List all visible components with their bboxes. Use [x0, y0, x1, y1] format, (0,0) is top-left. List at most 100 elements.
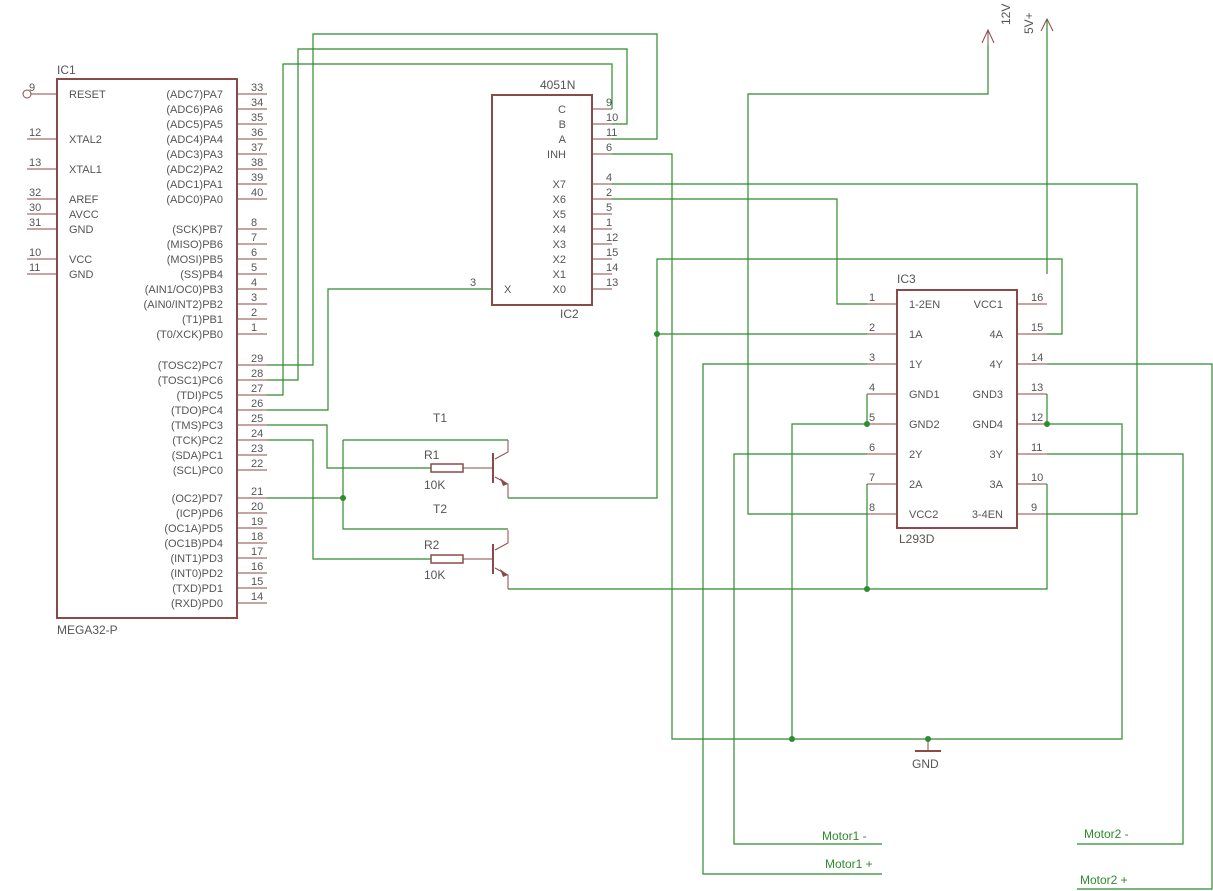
supply-5v-arrow: [1040, 17, 1054, 32]
supply-12v-arrow: [981, 28, 995, 44]
motor1-minus-label: Motor1 -: [822, 829, 867, 843]
wire-t2-emitter: [508, 484, 1048, 590]
ic1-right-pins: 33(ADC7)PA734(ADC6)PA635(ADC5)PA536(ADC4…: [144, 82, 267, 610]
ic1-pin-number: 20: [251, 501, 263, 513]
ic1-pin-number: 35: [251, 112, 263, 124]
reset-bubble: [22, 89, 32, 99]
ic1-pin-label: (AIN0/INT2)PB2: [144, 299, 223, 311]
wire-pc4-x: [267, 288, 492, 411]
ic3-pin-number: 8: [869, 502, 875, 514]
ic1-pin-label: (SCK)PB7: [172, 224, 223, 236]
ic3-pin-label: GND3: [972, 389, 1003, 401]
ic1-pin-label: (RXD)PD0: [171, 598, 223, 610]
ic2-pin-number: 12: [606, 232, 618, 244]
ic2-pin-label: B: [559, 119, 566, 131]
r1-value: 10K: [424, 478, 445, 492]
ic3-pin-label: GND4: [972, 419, 1003, 431]
wire-t1-emitter: [508, 258, 1063, 499]
ic1-pin-label: (TOSC1)PC6: [158, 375, 223, 387]
ic2-body: [491, 94, 593, 306]
ic1-pin-number: 39: [251, 172, 263, 184]
junction-2a: [864, 586, 870, 592]
ic1-pin-label: GND: [69, 269, 94, 281]
ic2-pin-number: 15: [606, 247, 618, 259]
ic1-pin-number: 6: [251, 247, 257, 259]
ic1-pin-label: (ADC5)PA5: [166, 119, 223, 131]
ic1-pin-number: 27: [251, 383, 263, 395]
ic1-pin-number: 3: [251, 292, 257, 304]
ic1-pin-label: AREF: [69, 194, 99, 206]
ic2-pin-label: X2: [553, 254, 566, 266]
ic3-pin-label: 3Y: [990, 449, 1004, 461]
ic2-pin-number: 1: [606, 217, 612, 229]
ic2-pin-number: 4: [606, 172, 612, 184]
wire-t2-collector: [342, 440, 508, 530]
ic3-pin-label: GND2: [909, 419, 940, 431]
ic1-pin-number: 37: [251, 142, 263, 154]
wire-motor2-plus: [1047, 363, 1213, 890]
wires: [267, 20, 1213, 890]
ic1-pin-label: (OC2)PD7: [172, 493, 223, 505]
ic2-pin-label: X4: [553, 224, 566, 236]
ic1-pin-number: 36: [251, 127, 263, 139]
ic1-pin-label: (ICP)PD6: [176, 508, 223, 520]
ic1-name: IC1: [57, 63, 76, 77]
ic1-pin-label: (INT1)PD3: [170, 553, 223, 565]
ic3-pin-number: 7: [869, 472, 875, 484]
ic3-pin-label: VCC1: [974, 299, 1003, 311]
ic1-pin-number: 31: [29, 217, 41, 229]
ic1-pin-label: (OC1A)PD5: [164, 523, 223, 535]
motor2-plus-label: Motor2 +: [1080, 873, 1128, 887]
ic1-pin-label: (INT0)PD2: [170, 568, 223, 580]
r1-name: R1: [424, 448, 440, 462]
ic3-pin-label: 2A: [909, 479, 923, 491]
ic2-pin-label: X6: [553, 194, 566, 206]
r1-body: [430, 463, 464, 473]
ic1-pin-number: 33: [251, 82, 263, 94]
junction-gnd2: [864, 421, 870, 427]
ic1-value: MEGA32-P: [57, 623, 118, 637]
wire-pc3-r1: [267, 424, 431, 469]
r2-body: [430, 554, 464, 564]
ic1-pin-number: 5: [251, 262, 257, 274]
ic1-pin-label: (ADC4)PA4: [166, 134, 223, 146]
ic3-pin-label: 4Y: [990, 359, 1004, 371]
ic1-pin-label: (SDA)PC1: [172, 450, 223, 462]
wire-gnd12: [791, 394, 868, 739]
ic1-pin-label: (TCK)PC2: [172, 435, 223, 447]
ic1-pin-label: (SS)PB4: [180, 269, 223, 281]
ic2-pin-label: C: [558, 104, 566, 116]
ic3-pin-number: 6: [869, 442, 875, 454]
wire-x6-en12: [612, 198, 867, 305]
ic1-pin-number: 32: [29, 187, 41, 199]
ic1-pin-label: (TOSC2)PC7: [158, 360, 223, 372]
ic1-pin-number: 21: [251, 486, 263, 498]
ic1-pin-number: 7: [251, 232, 257, 244]
ic1-pin-number: 25: [251, 413, 263, 425]
ic1-pin-number: 10: [29, 247, 41, 259]
ic3-pin-label: 1-2EN: [909, 299, 940, 311]
motor1-plus-label: Motor1 +: [825, 857, 873, 871]
ic1-pin-number: 40: [251, 187, 263, 199]
ic3-name: IC3: [897, 272, 916, 286]
junction-1a: [654, 331, 660, 337]
junction-pd7: [340, 495, 346, 501]
resistor-r1: R1 10K: [424, 448, 464, 492]
ic1-pin-label: (ADC0)PA0: [166, 194, 223, 206]
wire-x7-en34: [612, 183, 1138, 515]
ic1-pin-number: 19: [251, 516, 263, 528]
ground-symbol: GND: [912, 739, 941, 771]
ic3-pin-number: 3: [869, 352, 875, 364]
ic1-pin-number: 14: [251, 591, 263, 603]
ic1-pin-number: 23: [251, 443, 263, 455]
ic2-value: IC2: [560, 307, 579, 321]
ic3-l293d: IC3 L293D 11-2EN21A31Y4GND15GND262Y72A8V…: [867, 272, 1047, 546]
ic3-pin-number: 12: [1031, 412, 1043, 424]
ic2-pin-label: X1: [553, 269, 566, 281]
t1-emitter-arrow: [500, 478, 508, 486]
t2-name: T2: [433, 502, 447, 516]
t1-collector: [494, 440, 509, 460]
ic2-pin-number: 3: [470, 277, 476, 289]
